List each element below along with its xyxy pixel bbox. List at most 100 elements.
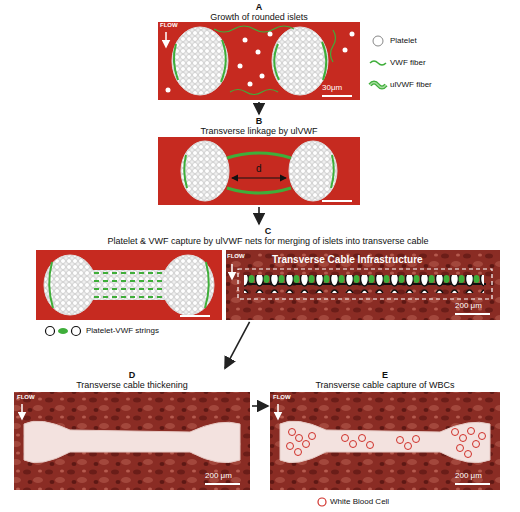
vwf-fiber [230, 90, 278, 95]
flow-label: FLOW [273, 394, 291, 401]
tissue-ground [226, 250, 500, 320]
platelet [238, 64, 243, 69]
flow-label: FLOW [17, 394, 35, 401]
platelet [243, 38, 248, 43]
panel-node: BTransverse linkage by ulVWF [158, 116, 360, 205]
transverse-cable [24, 421, 240, 463]
tissue-ground [14, 392, 250, 490]
wbc [295, 449, 302, 456]
vwf-fiber [274, 44, 279, 80]
scale-bar [455, 483, 490, 485]
flow-arrow [21, 404, 23, 416]
cable-label: Transverse Cable Infrastructure [272, 254, 423, 265]
wbc [359, 435, 366, 442]
platelet-vwf-string [94, 296, 164, 298]
legend-text: ulVWF fiber [390, 80, 432, 90]
platelet [166, 88, 171, 93]
legend-text: Platelet [390, 36, 417, 46]
platelet [268, 32, 273, 37]
cable-outline [238, 269, 492, 299]
platelet-islet [181, 141, 229, 201]
wbc [287, 443, 294, 450]
platelet-islet [44, 255, 96, 315]
flow-connector [252, 405, 268, 407]
panel-title: Transverse linkage by ulVWF [158, 126, 360, 136]
scale-bar [205, 483, 240, 485]
platelet-islet [162, 255, 214, 315]
vwf-fiber [322, 42, 326, 80]
transverse-cable [280, 421, 490, 463]
tissue-ground [270, 392, 500, 490]
platelet-vwf-chain [244, 275, 484, 293]
distance-arrow [232, 177, 286, 178]
wbc [342, 435, 349, 442]
platelet-islet [289, 141, 337, 201]
legend-vwf-sample [370, 61, 386, 65]
flow-arrow [231, 264, 233, 276]
blood-ground [158, 137, 360, 205]
wbc [473, 441, 480, 448]
panel-letter: D [14, 370, 250, 380]
platelet-vwf-string [94, 272, 164, 274]
wbc [457, 445, 464, 452]
distance-label: d [256, 163, 262, 174]
wbc [465, 451, 472, 458]
wbc [289, 429, 296, 436]
scale-label: 200 μm [455, 302, 482, 311]
wbc [397, 437, 404, 444]
panel-title: Transverse cable thickening [14, 380, 250, 390]
wbc [479, 433, 486, 440]
platelet [256, 50, 261, 55]
platelet [343, 48, 348, 53]
flow-label: FLOW [160, 22, 178, 29]
legend-platelet-sample [373, 36, 383, 46]
platelet [260, 74, 265, 79]
legend-text: Platelet-VWF strings [86, 326, 159, 336]
scale-bar [180, 315, 210, 317]
panel-letter: B [158, 116, 360, 126]
panel-title: Growth of rounded islets [158, 12, 360, 22]
vwf-fiber [205, 262, 209, 308]
wbc [303, 441, 310, 448]
platelet-vwf-string [94, 280, 164, 282]
wbc [452, 429, 459, 436]
platelet-islet [172, 27, 228, 95]
vwf-fiber [174, 44, 178, 80]
blood-ground [36, 250, 222, 320]
platelet [350, 32, 355, 37]
ulvwf-fiber [227, 153, 291, 158]
wbc [367, 442, 374, 449]
flow-arrow [165, 32, 167, 44]
flow-connector [225, 322, 250, 368]
flow-connector [258, 102, 260, 114]
ulvwf-fiber [227, 188, 291, 193]
panel-title: Platelet & VWF capture by ulVWF nets for… [36, 236, 500, 246]
platelet-bridge [92, 270, 166, 300]
vwf-fiber [331, 155, 334, 188]
wbc [309, 433, 316, 440]
vwf-fiber [214, 26, 294, 32]
scale-bar [322, 200, 352, 202]
legend-text: VWF fiber [390, 58, 426, 68]
legend-wbc-sample [318, 498, 326, 506]
wbc [460, 435, 467, 442]
wbc [413, 436, 420, 443]
scale-label: 200 μm [455, 472, 482, 481]
panel-node: CPlatelet & VWF capture by ulVWF nets fo… [36, 226, 500, 320]
wbc [468, 428, 475, 435]
wbc-cluster [287, 428, 486, 458]
vwf-fiber [221, 40, 226, 82]
wbc [350, 441, 357, 448]
legend-string-sample [58, 328, 68, 334]
scale-label: 200 μm [205, 472, 232, 481]
panel-title: Transverse cable capture of WBCs [270, 380, 500, 390]
vwf-fiber [331, 30, 336, 62]
platelet-islet [272, 27, 328, 95]
legend-string-sample [46, 327, 55, 336]
vwf-fiber [49, 262, 53, 308]
platelet [248, 82, 253, 87]
scale-label: 30μm [322, 84, 342, 93]
